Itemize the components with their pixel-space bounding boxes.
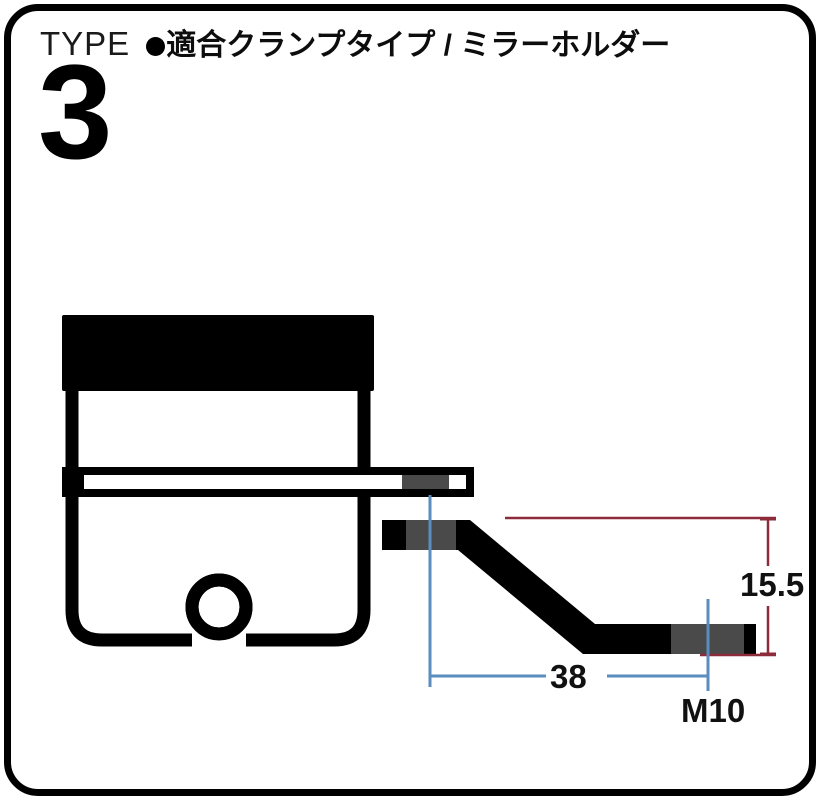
height-dimension-label: 15.5 (736, 566, 809, 604)
length-dimension-label: 38 (546, 658, 591, 696)
header: TYPE 適合クランプタイプ / ミラーホルダー (40, 20, 670, 64)
clamp-slot-opening (84, 475, 466, 489)
type-label: TYPE (40, 25, 131, 62)
header-description: 適合クランプタイプ / ミラーホルダー (166, 29, 671, 62)
type-number: 3 (38, 38, 113, 187)
adapter-arm (382, 520, 756, 654)
height-dimension (505, 516, 776, 657)
clamp-top-block (62, 315, 374, 391)
thread-section-upper-rod (402, 475, 449, 489)
filled-circle-bullet-icon (146, 37, 166, 56)
thread-spec-label: M10 (677, 692, 750, 730)
